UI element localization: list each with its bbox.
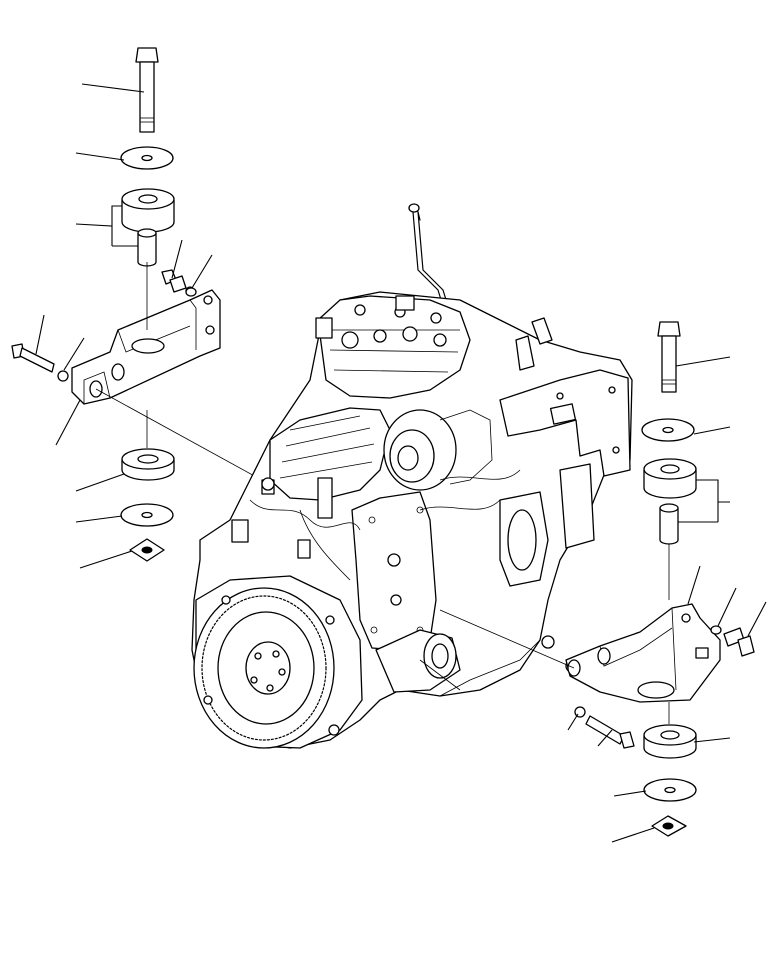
flat-washer-icon bbox=[120, 503, 174, 527]
left-leader-lines bbox=[35, 83, 213, 569]
left-mount-stack bbox=[11, 47, 281, 562]
rubber-cushion-icon bbox=[643, 458, 697, 499]
flat-washer-icon bbox=[120, 146, 174, 170]
lock-washer-icon bbox=[710, 625, 722, 635]
right-leader-lines bbox=[567, 356, 767, 843]
turbocharger-icon bbox=[383, 409, 493, 491]
flywheel-icon bbox=[193, 575, 363, 749]
sleeve-icon bbox=[137, 228, 157, 267]
lock-washer-icon bbox=[185, 287, 197, 297]
hex-bolt-icon bbox=[135, 47, 159, 133]
flat-washer-icon bbox=[641, 418, 695, 442]
right-mount-stack bbox=[439, 321, 755, 837]
flat-washer-icon bbox=[643, 778, 697, 802]
mounting-plate-icon bbox=[651, 815, 687, 837]
engine-assembly-icon bbox=[191, 203, 633, 749]
side-bolt-icon bbox=[574, 706, 635, 749]
hex-bolt-icon bbox=[657, 321, 681, 393]
rubber-cushion-icon bbox=[121, 448, 175, 481]
engine-bracket-icon bbox=[71, 289, 221, 405]
sleeve-icon bbox=[659, 503, 679, 545]
starter-motor-icon bbox=[375, 629, 461, 693]
rubber-cushion-icon bbox=[643, 724, 697, 759]
side-bolt-icon bbox=[11, 343, 69, 382]
rubber-cushion-icon bbox=[121, 188, 175, 233]
engine-bracket-icon bbox=[565, 603, 721, 703]
small-bolt-icon bbox=[723, 627, 755, 657]
mounting-plate-icon bbox=[129, 538, 165, 562]
